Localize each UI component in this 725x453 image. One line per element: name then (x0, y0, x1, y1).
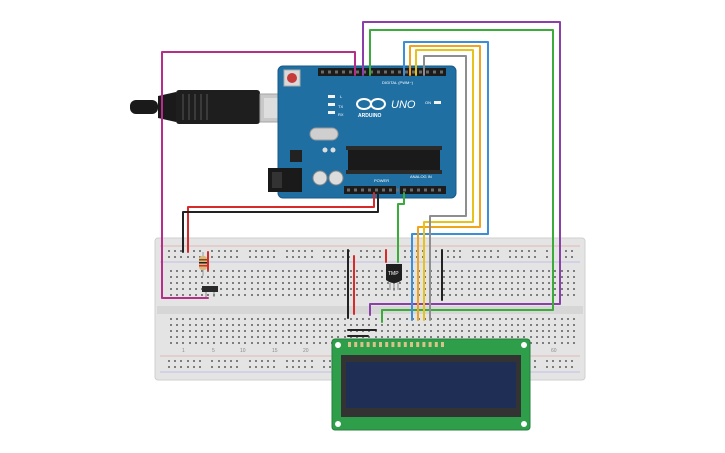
wire-blue[interactable] (403, 41, 489, 321)
arduino-uno-board[interactable]: ARDUINO UNO DIGITAL (PWM~) POWER ANALOG … (268, 65, 457, 199)
analog-in-label: ANALOG IN (410, 174, 432, 179)
wire-magenta[interactable] (161, 51, 356, 299)
column-number: 10 (240, 348, 246, 354)
voltage-regulator (290, 150, 302, 162)
column-number: 15 (272, 348, 278, 354)
led-on (434, 101, 441, 104)
tx-label: TX (338, 104, 343, 109)
column-number: 20 (303, 348, 309, 354)
transistor[interactable] (202, 286, 218, 297)
wire-orange[interactable] (409, 45, 481, 321)
arduino-brand-label: ARDUINO (358, 113, 381, 119)
column-number: 60 (551, 348, 557, 354)
power-label: POWER (374, 178, 389, 183)
atmega-chip (348, 150, 440, 170)
wires (161, 21, 561, 337)
resistor[interactable] (199, 252, 207, 276)
led-l (328, 95, 335, 98)
wire-purple[interactable] (362, 21, 561, 316)
wire-yellow[interactable] (415, 49, 474, 321)
column-number: 1 (182, 348, 185, 354)
lcd-16x2-module[interactable] (331, 338, 531, 431)
led-tx (328, 103, 335, 106)
analog-header[interactable] (400, 186, 446, 194)
usb-cable[interactable] (130, 90, 303, 124)
digital-pwm-label: DIGITAL (PWM~) (382, 80, 414, 85)
digital-header[interactable] (318, 68, 446, 76)
breadboard-holes (168, 250, 575, 368)
lcd-screen (346, 362, 516, 408)
wire-gray[interactable] (423, 55, 467, 321)
wire-green-top[interactable] (369, 29, 554, 323)
uno-label: UNO (391, 99, 416, 111)
lcd-header-pins[interactable] (348, 342, 444, 347)
l-label: L (340, 94, 343, 99)
wire-black-gnd[interactable] (182, 192, 379, 253)
arduino-logo: ARDUINO (356, 98, 386, 119)
temperature-sensor[interactable]: TMP (386, 264, 402, 291)
led-rx (328, 111, 335, 114)
reset-button[interactable] (283, 69, 301, 87)
wire-red-5v[interactable] (187, 192, 375, 253)
sensor-label: TMP (388, 271, 399, 277)
crystal-oscillator (309, 127, 339, 141)
column-number: 5 (212, 348, 215, 354)
wire-green-analog[interactable] (397, 192, 405, 263)
rx-label: RX (338, 112, 344, 117)
on-label: ON (425, 100, 431, 105)
